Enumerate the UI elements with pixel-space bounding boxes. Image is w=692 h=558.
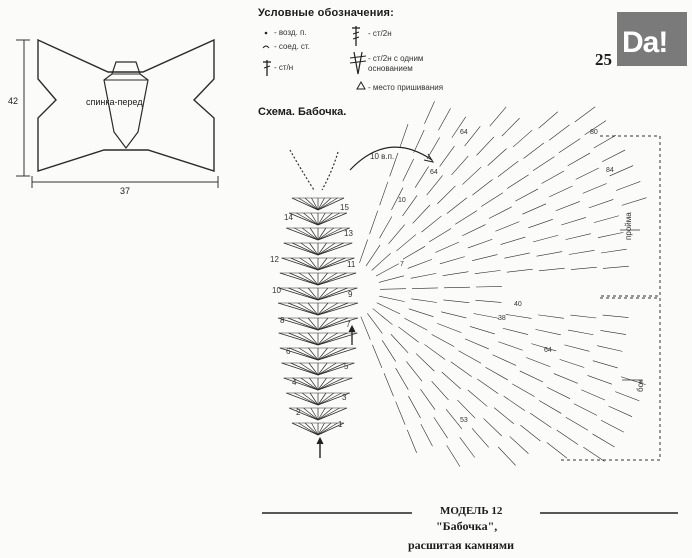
wing-number: 40: [514, 301, 522, 308]
row-number-right-5: 5: [344, 362, 349, 371]
row-number-right-11: 11: [347, 260, 356, 269]
wing-number: 7: [400, 261, 404, 268]
wing-number: 53: [460, 417, 468, 424]
magazine-logo: [617, 12, 687, 66]
logo-text: Da!: [622, 26, 668, 59]
row-number-right-3: 3: [342, 393, 347, 402]
wing-number: 38: [498, 315, 506, 322]
hem-label: пройма: [624, 212, 633, 240]
row-number-right-7: 7: [346, 320, 351, 329]
model-subtitle: расшитая камнями: [408, 538, 514, 552]
side-label: бок: [636, 379, 645, 392]
height-label: 42: [8, 96, 19, 106]
model-number: МОДЕЛЬ 12: [440, 505, 503, 517]
legend-chain: - возд. п.: [274, 28, 307, 37]
legend-title: Условные обозначения:: [258, 7, 395, 19]
row-number-right-9: 9: [348, 290, 353, 299]
row-number-left-6: 6: [286, 347, 291, 356]
wing-number: 80: [590, 129, 598, 136]
row-number-right-15: 15: [340, 203, 349, 212]
chain-label: 10 в.п.: [370, 152, 395, 161]
width-label: 37: [120, 186, 131, 196]
wing-number: 10: [398, 197, 406, 204]
legend-tr: - ст/2н: [368, 29, 392, 38]
legend-slip: - соед. ст.: [274, 42, 310, 51]
legend-attach: - место пришивания: [368, 83, 444, 92]
scheme-title: Схема. Бабочка.: [258, 106, 347, 118]
row-number-left-14: 14: [284, 213, 293, 222]
row-number-right-13: 13: [344, 229, 353, 238]
legend-tr-cluster: - ст/2н с одним основанием: [368, 54, 424, 73]
row-number-left-2: 2: [296, 408, 301, 417]
legend-dc: - ст/н: [274, 63, 294, 72]
model-name: "Бабочка",: [436, 519, 498, 533]
wing-number: 84: [606, 167, 614, 174]
wing-number: 64: [460, 129, 468, 136]
row-number-left-12: 12: [270, 255, 279, 264]
wing-number: 64: [430, 169, 438, 176]
row-number-left-10: 10: [272, 286, 281, 295]
row-number-right-1: 1: [338, 420, 343, 429]
wing-number: 64: [544, 347, 552, 354]
row-number-left-4: 4: [292, 378, 297, 387]
front-label: спинка-перед: [86, 97, 143, 107]
page-number: 25: [595, 50, 612, 69]
row-number-left-8: 8: [280, 316, 285, 325]
